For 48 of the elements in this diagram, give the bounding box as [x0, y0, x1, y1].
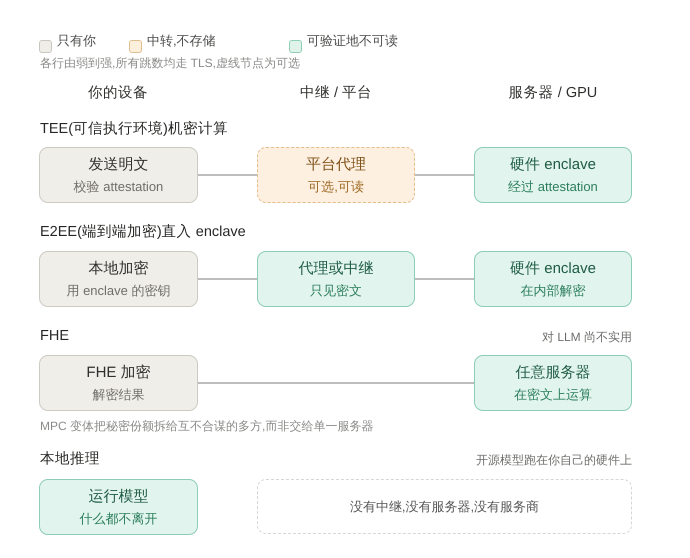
rounded-box — [39, 147, 198, 203]
rounded-box — [474, 147, 632, 203]
box-title: FHE 加密 — [86, 364, 151, 382]
box-subtitle: 只见密文 — [310, 282, 362, 298]
box-subtitle: 解密结果 — [92, 386, 144, 402]
box-title: 任意服务器 — [516, 364, 590, 382]
box-title: 运行模型 — [88, 488, 148, 506]
rounded-box — [39, 355, 198, 411]
legend-label: 中转,不存储 — [147, 33, 216, 49]
note-text: 各行由弱到强,所有跳数均走 TLS,虚线节点为可选 — [40, 56, 300, 70]
box-title: 硬件 enclave — [510, 156, 596, 174]
rounded-box — [39, 251, 198, 307]
rounded-box — [257, 251, 415, 307]
box-subtitle: 可选,可读 — [308, 178, 364, 194]
column-header: 你的设备 — [88, 85, 148, 103]
box-title: 平台代理 — [306, 156, 366, 174]
connector-line — [415, 174, 474, 176]
dashed-box — [257, 479, 632, 534]
connector-line — [198, 382, 474, 384]
box-subtitle: 经过 attestation — [508, 178, 598, 194]
dashed-box — [257, 147, 415, 203]
column-header: 服务器 / GPU — [508, 85, 598, 103]
box-subtitle: 什么都不离开 — [80, 510, 158, 526]
legend-label: 只有你 — [57, 33, 96, 49]
row-note: 开源模型跑在你自己的硬件上 — [476, 452, 632, 468]
box-title: 发送明文 — [88, 156, 148, 174]
box-title: 本地加密 — [88, 260, 148, 278]
row-note: 对 LLM 尚不实用 — [542, 330, 632, 344]
box-subtitle: 在密文上运算 — [514, 386, 592, 402]
box-subtitle: 在内部解密 — [520, 282, 586, 298]
note-text: MPC 变体把秘密份额拆给互不合谋的多方,而非交给单一服务器 — [40, 418, 374, 434]
legend-label: 可验证地不可读 — [307, 33, 398, 49]
column-header: 中继 / 平台 — [300, 85, 372, 103]
row-heading: FHE — [40, 328, 69, 346]
row-heading: 本地推理 — [40, 451, 100, 469]
rounded-box — [474, 355, 632, 411]
box-subtitle: 用 enclave 的密钥 — [66, 282, 171, 298]
connector-line — [198, 174, 257, 176]
box-subtitle: 校验 attestation — [74, 178, 164, 194]
box-text: 没有中继,没有服务器,没有服务商 — [350, 498, 540, 514]
connector-line — [198, 278, 257, 280]
connector-line — [415, 278, 474, 280]
rounded-box — [474, 251, 632, 307]
rounded-box — [39, 479, 198, 535]
box-title: 硬件 enclave — [510, 260, 596, 278]
box-title: 代理或中继 — [298, 260, 374, 278]
row-heading: E2EE(端到端加密)直入 enclave — [40, 224, 246, 242]
row-heading: TEE(可信执行环境)机密计算 — [40, 121, 228, 139]
